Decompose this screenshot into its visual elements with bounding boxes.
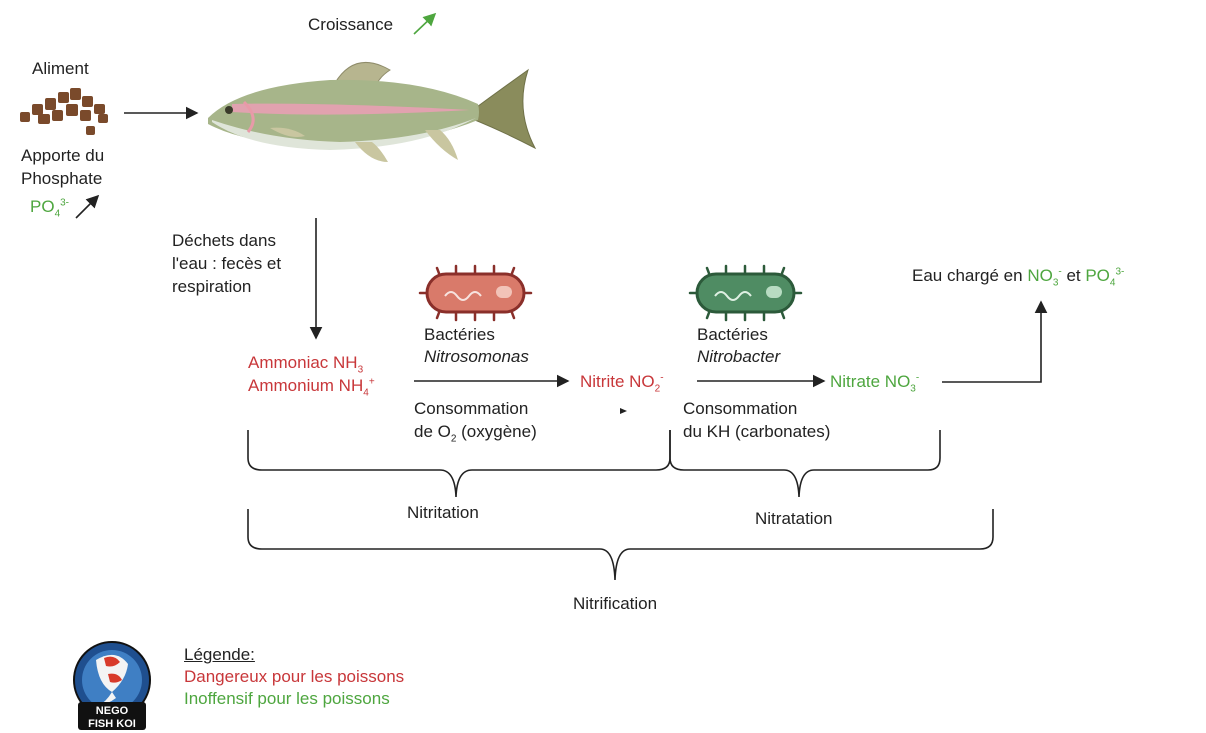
nitrosomonas-bacteria-icon [418, 264, 533, 322]
nitrification-label: Nitrification [573, 594, 658, 613]
nego-fish-koi-logo: NEGO FISH KOI [73, 641, 151, 730]
nitritation-bracket [247, 430, 671, 498]
bacteria2-label: Bactéries [697, 325, 768, 344]
result-label: Eau chargé en NO3- et PO43- [912, 266, 1125, 289]
growth-up-arrow [413, 12, 437, 35]
nitrate-label: Nitrate NO3- [830, 372, 920, 395]
legend-harmless: Inoffensif pour les poissons [184, 689, 390, 708]
waste-line1: Déchets dans [172, 231, 276, 250]
ammonia-label: Ammoniac NH3 [248, 353, 364, 376]
svg-text:NEGO: NEGO [96, 705, 129, 717]
nitrification-bracket [247, 509, 994, 581]
consumption1-line2: de O2 (oxygène) [414, 422, 537, 445]
bacteria2-name: Nitrobacter [697, 347, 781, 366]
growth-label: Croissance [308, 15, 394, 34]
phosphate-formula: PO43- [30, 197, 70, 220]
consumption1-line1: Consommation [414, 399, 529, 418]
trout-icon [208, 62, 537, 162]
nitrate-to-result-arrow [942, 300, 1048, 383]
brings-phosphate-line1: Apporte du [21, 146, 105, 165]
phosphate-up-arrow [75, 194, 100, 219]
bacteria1-label: Bactéries [424, 325, 495, 344]
bacteria1-name: Nitrosomonas [424, 347, 529, 366]
food-pellets-icon [20, 88, 108, 135]
nitrobacter-bacteria-icon [688, 264, 803, 322]
nitritation-label: Nitritation [407, 503, 479, 522]
ammonium-label: Ammonium NH4+ [248, 376, 375, 399]
legend-danger: Dangereux pour les poissons [184, 667, 405, 686]
legend-title: Légende: [184, 645, 255, 664]
waste-line3: respiration [172, 277, 252, 296]
consumption2-line1: Consommation [683, 399, 798, 418]
svg-text:FISH KOI: FISH KOI [88, 718, 136, 730]
waste-line2: l'eau : fecès et [172, 254, 282, 273]
small-marker-icon [620, 408, 627, 414]
food-label: Aliment [32, 59, 89, 78]
consumption2-line2: du KH (carbonates) [683, 422, 831, 441]
nitrite-label: Nitrite NO2- [580, 372, 664, 395]
nitratation-bracket [669, 430, 941, 498]
brings-phosphate-line2: Phosphate [21, 169, 103, 188]
nitratation-label: Nitratation [755, 509, 833, 528]
